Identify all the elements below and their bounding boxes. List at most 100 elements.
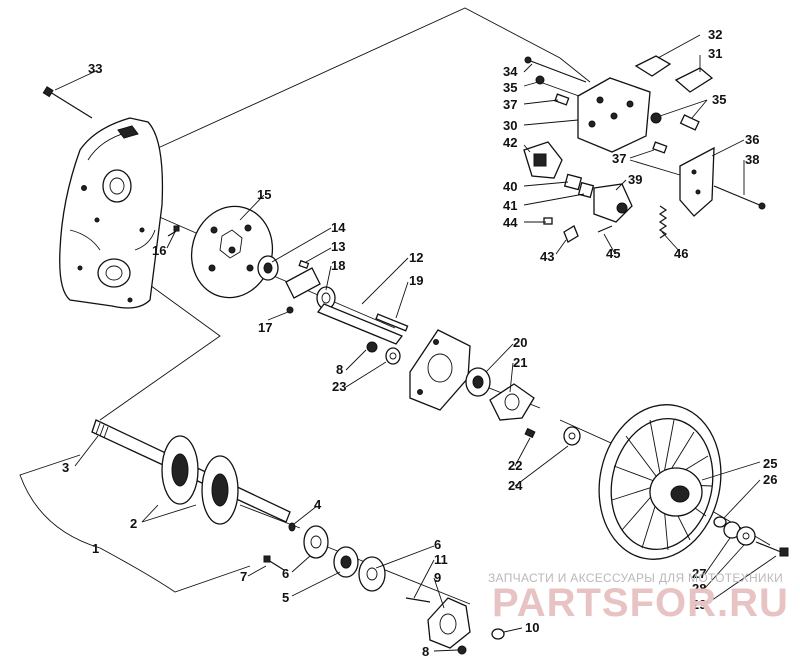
callout-22: 22 (508, 458, 522, 473)
pin-44 (543, 217, 553, 225)
long-bolt-33 (42, 86, 93, 119)
callout-6-left: 6 (282, 566, 289, 581)
callout-34: 34 (503, 64, 518, 79)
bracket-30 (577, 77, 651, 153)
callout-8-lower: 8 (422, 644, 429, 659)
sprocket-2b (201, 455, 239, 525)
callout-10: 10 (525, 620, 539, 635)
bolt-29 (755, 541, 789, 557)
watermark-logo: PARTSFOR.RU (492, 581, 789, 625)
callout-9: 9 (434, 570, 441, 585)
nut-17 (286, 306, 294, 314)
spacer-35 (679, 114, 700, 131)
washer-23 (385, 347, 401, 365)
callout-4: 4 (314, 497, 322, 512)
callout-24: 24 (508, 478, 523, 493)
callout-32: 32 (708, 27, 722, 42)
gear-case-housing (59, 117, 164, 309)
callout-46: 46 (674, 246, 688, 261)
watermark-caption: ЗАПЧАСТИ И АКСЕССУАРЫ ДЛЯ МОТОТЕХНИКИ (488, 571, 784, 585)
pads-40-41 (563, 173, 595, 199)
bolt-38 (713, 185, 766, 210)
callout-38: 38 (745, 152, 759, 167)
spring-46 (658, 205, 668, 239)
sleeve-18 (285, 267, 321, 299)
pin-45 (597, 225, 613, 233)
spacer-37-lower (652, 141, 668, 154)
callout-8-upper: 8 (336, 362, 343, 377)
callout-36: 36 (745, 132, 759, 147)
caliper-42 (523, 141, 563, 179)
shaft-12 (316, 303, 404, 345)
brake-disc-15 (190, 205, 274, 299)
key-13 (298, 259, 310, 270)
callout-43: 43 (540, 249, 554, 264)
callout-37-upper: 37 (503, 97, 517, 112)
washer-4 (288, 522, 296, 532)
nut-10 (491, 628, 505, 640)
nut-8-lower (457, 645, 467, 655)
nut-8-upper (366, 341, 378, 353)
callout-15: 15 (257, 187, 271, 202)
callout-1: 1 (92, 541, 99, 556)
bolt-11 (405, 597, 431, 603)
callout-6-right: 6 (434, 537, 441, 552)
callout-labels: 33 15 16 17 14 13 18 12 19 8 23 20 21 22… (62, 27, 777, 659)
callout-5: 5 (282, 590, 289, 605)
key-19 (375, 313, 409, 332)
callout-28: 28 (692, 581, 706, 596)
callout-14: 14 (331, 220, 346, 235)
clip-43 (563, 225, 579, 243)
callout-3: 3 (62, 460, 69, 475)
washer-28 (736, 526, 756, 546)
pad-31 (674, 67, 714, 93)
callout-45: 45 (606, 246, 620, 261)
callout-18: 18 (331, 258, 345, 273)
callout-29: 29 (692, 597, 706, 612)
spacer-37-upper (554, 93, 570, 106)
callout-11: 11 (434, 552, 448, 567)
callout-13: 13 (331, 239, 345, 254)
callout-26: 26 (763, 472, 777, 487)
callout-23: 23 (332, 379, 346, 394)
bolt-7 (263, 555, 285, 571)
callout-39: 39 (628, 172, 642, 187)
callout-35-right: 35 (712, 92, 726, 107)
callout-31: 31 (708, 46, 722, 61)
flange-6-right (358, 556, 386, 592)
callout-42: 42 (503, 135, 517, 150)
pad-32 (634, 55, 672, 77)
nut-35-left (535, 75, 545, 85)
callout-33: 33 (88, 61, 102, 76)
bearing-plate (409, 329, 471, 411)
washer-24 (563, 426, 581, 446)
nut-35-right (650, 112, 662, 124)
bearing-5 (333, 546, 359, 578)
callout-27: 27 (692, 566, 706, 581)
bolt-22 (524, 427, 536, 439)
flange-21 (489, 383, 535, 421)
bolt-34 (524, 56, 587, 83)
driven-pulley-25 (598, 404, 722, 560)
callout-16: 16 (152, 243, 166, 258)
sprocket-2a (161, 435, 199, 505)
bearing-20 (465, 367, 491, 397)
callout-20: 20 (513, 335, 527, 350)
callout-17: 17 (258, 320, 272, 335)
bearing-cap-9 (427, 597, 471, 649)
callout-40: 40 (503, 179, 517, 194)
bolt-16 (167, 225, 180, 237)
callout-7: 7 (240, 569, 247, 584)
callout-19: 19 (409, 273, 423, 288)
callout-2: 2 (130, 516, 137, 531)
bracket-36 (679, 146, 715, 217)
callout-41: 41 (503, 198, 517, 213)
leader-lines (19, 34, 777, 652)
washer-26 (713, 516, 727, 528)
hub-14 (257, 255, 279, 281)
callout-37-lower: 37 (612, 151, 626, 166)
callout-44: 44 (503, 215, 518, 230)
callout-35-left: 35 (503, 80, 517, 95)
flange-6-left (303, 525, 329, 559)
